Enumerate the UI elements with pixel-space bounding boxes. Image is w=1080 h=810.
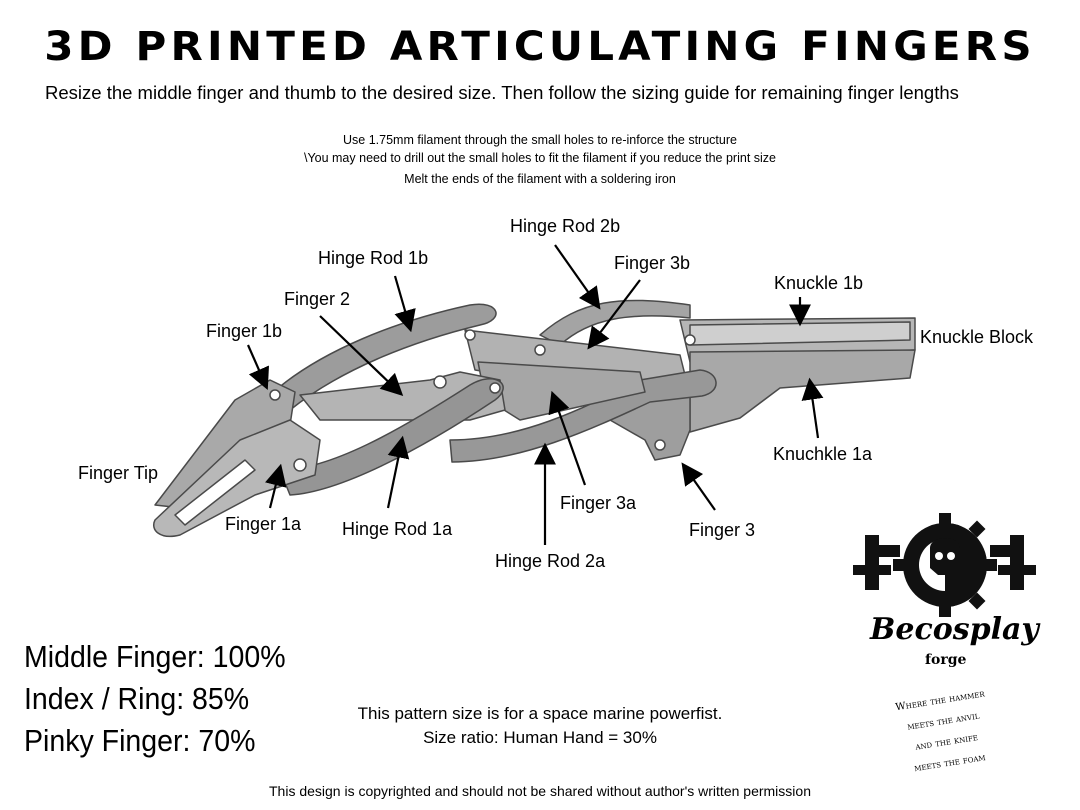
label-hinge-rod-1a: Hinge Rod 1a: [342, 519, 453, 539]
note-drill: \You may need to drill out the small hol…: [303, 151, 776, 165]
label-finger-3a: Finger 3a: [560, 493, 637, 513]
page-title: 3D PRINTED ARTICULATING FINGERS: [44, 24, 1036, 70]
pattern-note: This pattern size is for a space marine …: [357, 704, 723, 723]
label-knuckle-block: Knuckle Block: [920, 327, 1034, 347]
label-hinge-rod-1b: Hinge Rod 1b: [318, 248, 429, 268]
hinge-rod-2a: [449, 369, 717, 463]
label-knuchkle-1a: Knuchkle 1a: [773, 444, 873, 464]
label-finger-1b: Finger 1b: [206, 321, 283, 341]
label-hinge-rod-2b: Hinge Rod 2b: [510, 216, 621, 236]
size-ratio-note: Size ratio: Human Hand = 30%: [423, 728, 657, 747]
label-hinge-rod-2a: Hinge Rod 2a: [495, 551, 606, 571]
finger-tip-slot: [174, 459, 256, 526]
label-finger-3: Finger 3: [689, 520, 756, 540]
label-finger-3b: Finger 3b: [614, 253, 691, 273]
knuckle-1a: [689, 349, 916, 433]
sizing-middle-finger: Middle Finger: 100%: [24, 639, 286, 674]
label-finger-1a: Finger 1a: [225, 514, 302, 534]
sizing-index-ring: Index / Ring: 85%: [24, 681, 250, 716]
becosplay-logo-icon: [853, 513, 1036, 617]
label-finger-2: Finger 2: [284, 289, 351, 309]
hinge-rod-1b: [269, 303, 497, 411]
copyright-footer: This design is copyrighted and should no…: [269, 783, 811, 799]
logo-forge: forge: [925, 652, 967, 668]
note-filament: Use 1.75mm filament through the small ho…: [343, 133, 737, 147]
subtitle: Resize the middle finger and thumb to th…: [45, 82, 959, 103]
label-knuckle-1b: Knuckle 1b: [774, 273, 864, 293]
sizing-pinky-finger: Pinky Finger: 70%: [24, 723, 256, 758]
note-melt: Melt the ends of the filament with a sol…: [404, 172, 676, 186]
logo-brand: Becosplay: [870, 612, 1039, 647]
label-finger-tip: Finger Tip: [78, 463, 159, 483]
hinge-rod-2b: [539, 299, 691, 346]
